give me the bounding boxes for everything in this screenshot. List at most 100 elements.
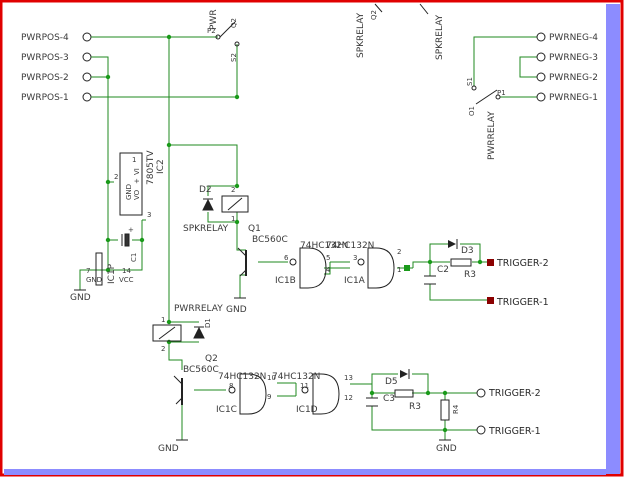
- regulator-plus: +: [133, 178, 141, 184]
- ic1a-pin1: 1: [397, 266, 401, 274]
- ic1p-gnd: GND: [86, 276, 102, 284]
- trigger-2-lower-label: TRIGGER-2: [488, 388, 541, 399]
- pwrpos-3-pin[interactable]: [82, 52, 92, 62]
- pwrneg-relay-name: PWRRELAY: [487, 111, 497, 160]
- pwrneg-1-label: PWRNEG-1: [549, 93, 598, 103]
- upper-gnd-label: GND: [226, 305, 247, 315]
- lower-gnd-label: GND: [158, 444, 179, 454]
- pwrneg-4-pin[interactable]: [536, 32, 546, 42]
- ic1c-gate: [239, 373, 267, 415]
- trigger-1-lower-pin[interactable]: [476, 425, 486, 435]
- ic1a-bubble: [357, 258, 365, 266]
- ic1d-pin12: 12: [344, 394, 353, 402]
- pwrneg-relay-s1: S1: [466, 77, 474, 86]
- q1-transistor: [237, 247, 247, 277]
- ic1d-gate: [312, 373, 340, 415]
- regulator-vi: VI: [133, 168, 141, 175]
- trigger-2-lower-pin[interactable]: [476, 388, 486, 398]
- d2-diode: [202, 198, 214, 211]
- trigger-2-upper-label: TRIGGER-2: [496, 258, 549, 269]
- regulator-ref: IC2: [156, 159, 166, 174]
- ic1b-ref: IC1B: [275, 276, 296, 286]
- pwrrelay-coil-slash: [158, 326, 176, 340]
- regulator-name: 7805TV: [146, 150, 156, 185]
- rc-gnd-label: GND: [436, 444, 457, 454]
- q2-transistor: [173, 375, 183, 405]
- d1-label: D1: [204, 318, 212, 328]
- ic1c-bubble: [228, 386, 236, 394]
- d5-diode: [400, 370, 408, 378]
- pwrpos-3-label: PWRPOS-3: [21, 53, 69, 63]
- junction-dots: [105, 34, 483, 433]
- ic1p-ref: IC1P: [107, 263, 117, 284]
- r4-label: R4: [452, 404, 460, 414]
- spk-relay-label-b: SPKRELAY: [435, 14, 445, 60]
- pwrneg-relay-o1: O1: [468, 106, 476, 116]
- q2-part: BC560C: [183, 365, 219, 375]
- pwrneg-3-pin[interactable]: [536, 52, 546, 62]
- pwrneg-connector-group: [471, 32, 546, 105]
- pwr-coil-pin1: 1: [161, 316, 165, 324]
- pwrrelay-coil-label: PWRRELAY: [174, 304, 223, 314]
- regulator-pin2: 2: [114, 173, 118, 181]
- right-blue-panel: [606, 4, 620, 474]
- ic1p-pin7: 7: [86, 267, 90, 275]
- pwrpos-connector-group: [82, 32, 92, 102]
- regulator-body: [119, 152, 143, 216]
- r4-resistor: [440, 399, 450, 421]
- pwrneg-2-label: PWRNEG-2: [549, 73, 598, 83]
- spkrelay-coil: [221, 195, 249, 213]
- ic1d-part: 74HC132N: [272, 372, 320, 382]
- d2-label: D2: [199, 185, 212, 195]
- d5-label: D5: [385, 377, 398, 387]
- trigger-1-lower-label: TRIGGER-1: [488, 426, 541, 437]
- pwrneg-1-pin[interactable]: [536, 92, 546, 102]
- pwrpos-1-pin[interactable]: [82, 92, 92, 102]
- regulator-pin1: 1: [132, 156, 136, 164]
- ic1p-vcc: VCC: [119, 276, 134, 284]
- ic1d-ref: IC1D: [296, 405, 318, 415]
- q2-ref: Q2: [205, 354, 218, 364]
- r3-upper-resistor: [450, 258, 472, 267]
- trigger-2-upper-pad[interactable]: [487, 259, 494, 266]
- regulator-vo: VO: [133, 189, 141, 200]
- ic1a-part: 74HC132N: [326, 241, 374, 251]
- c3-capacitor: [366, 397, 378, 407]
- d3-label: D3: [461, 246, 474, 256]
- ic1c-part: 74HC132N: [218, 372, 266, 382]
- ic1b-pin5: 5: [326, 254, 330, 262]
- d3-diode: [448, 240, 456, 248]
- pwr-relay-q2: Q2: [230, 18, 238, 28]
- d1-diode: [193, 326, 205, 339]
- trigger-1-upper-pad[interactable]: [487, 297, 494, 304]
- pwrneg-3-label: PWRNEG-3: [549, 53, 598, 63]
- pwrneg-relay-p1: P1: [497, 89, 506, 97]
- spkrelay-coil-slash: [227, 197, 243, 211]
- ic1a-pin3: 3: [353, 254, 357, 262]
- ic1a-gate: [367, 247, 395, 289]
- r3-upper-label: R3: [464, 270, 476, 280]
- ic1p-pin14: 14: [122, 267, 131, 275]
- ic1b-pin4: 4: [326, 266, 331, 274]
- pwrpos-2-pin[interactable]: [82, 72, 92, 82]
- pwrpos-4-label: PWRPOS-4: [21, 33, 69, 43]
- ic1b-part: 74HC132N: [300, 241, 348, 251]
- pwr-relay-switch: [215, 21, 240, 47]
- pwr-relay-p2: P2: [207, 27, 216, 35]
- bottom-blue-panel: [4, 469, 606, 475]
- spk-coil-pin2: 2: [231, 186, 235, 194]
- trigger-1-upper-label: TRIGGER-1: [496, 297, 549, 308]
- ic1p-body: [95, 252, 103, 286]
- gnd-bars: [176, 297, 451, 441]
- r3-lower-label: R3: [409, 402, 421, 412]
- ic1a-pin2: 2: [397, 248, 401, 256]
- wire-net: [79, 36, 537, 440]
- ic1d-pin13: 13: [344, 374, 353, 382]
- ic1c-ref: IC1C: [216, 405, 237, 415]
- c1-ref: C1: [130, 253, 138, 262]
- c2-capacitor: [424, 275, 436, 285]
- pwrpos-4-pin[interactable]: [82, 32, 92, 42]
- pwrpos-1-label: PWRPOS-1: [21, 93, 69, 103]
- pwrneg-2-pin[interactable]: [536, 72, 546, 82]
- spk-relay-contacts: [374, 3, 429, 15]
